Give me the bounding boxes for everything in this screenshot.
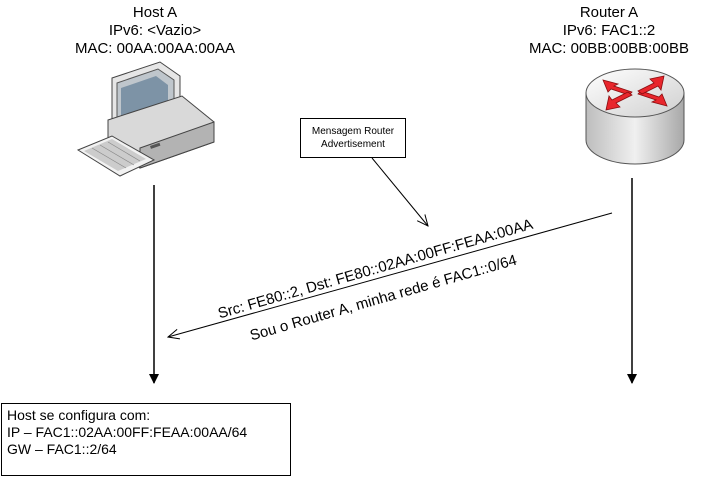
host-name: Host A [132, 4, 178, 21]
host-ipv6: IPv6: <Vazio> [108, 22, 202, 39]
config-gw: GW – FAC1::2/64 [7, 441, 117, 457]
host-a-label: Host A IPv6: <Vazio> MAC: 00AA:00AA:00AA [20, 4, 290, 58]
message-arrow [168, 212, 613, 337]
callout-line1: Mensagem Router [311, 126, 395, 137]
config-title: Host se configura com: [7, 407, 151, 423]
computer-icon [76, 61, 215, 177]
host-config-box: Host se configura com: IP – FAC1::02AA:0… [1, 403, 291, 476]
router-name: Router A [579, 4, 639, 21]
config-ip: IP – FAC1::02AA:00FF:FEAA:00AA/64 [7, 424, 248, 440]
router-advertisement-callout: Mensagem Router Advertisement [300, 118, 406, 158]
router-ipv6: IPv6: FAC1::2 [562, 22, 656, 39]
callout-line2: Advertisement [321, 139, 385, 150]
router-mac: MAC: 00BB:00BB:00BB [528, 40, 690, 57]
callout-pointer [371, 157, 428, 226]
router-icon [585, 68, 685, 165]
host-mac: MAC: 00AA:00AA:00AA [74, 40, 236, 57]
router-a-label: Router A IPv6: FAC1::2 MAC: 00BB:00BB:00… [515, 4, 703, 58]
